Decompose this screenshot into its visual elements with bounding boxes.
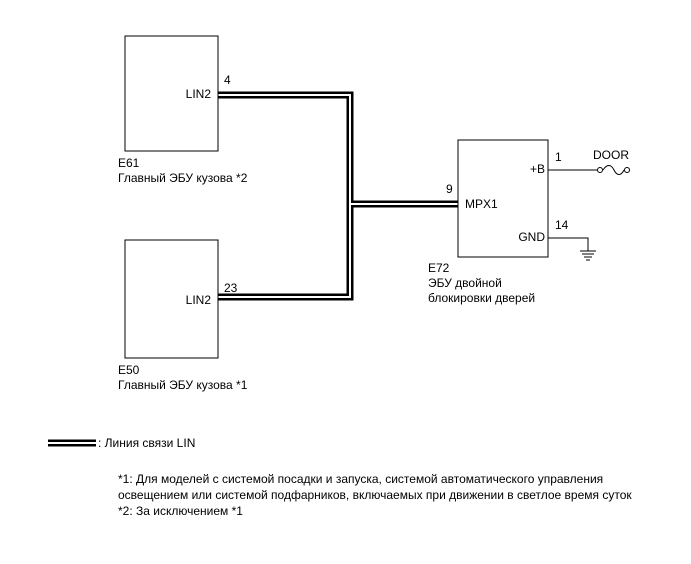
- ground-icon: [580, 250, 596, 261]
- e72-code: E72: [428, 261, 450, 275]
- lin-bus-wire: [218, 91, 458, 301]
- e72-pin-b-number: 1: [555, 150, 562, 164]
- note-line: освещением или системой подфарников, вкл…: [118, 488, 632, 502]
- e50-code: E50: [118, 363, 140, 377]
- e50-ecu-box: [124, 239, 219, 359]
- e50-name: Главный ЭБУ кузова *1: [118, 378, 248, 392]
- e50-pin-label: LIN2: [186, 293, 212, 307]
- e61-name: Главный ЭБУ кузова *2: [118, 171, 248, 185]
- legend-text: : Линия связи LIN: [98, 436, 196, 450]
- e72-name-line1: ЭБУ двойной: [428, 276, 502, 290]
- e72-pin-mpx1-number: 9: [446, 182, 453, 196]
- fuse-icon: [597, 165, 630, 175]
- e61-pin-label: LIN2: [186, 87, 212, 101]
- note-line: *1: Для моделей с системой посадки и зап…: [118, 472, 604, 486]
- e50-pin-number: 23: [224, 281, 238, 295]
- e72-pin-gnd-label: GND: [518, 230, 545, 244]
- e72-name-line2: блокировки дверей: [428, 291, 535, 305]
- e61-code: E61: [118, 156, 140, 170]
- e72-ecu-box: [457, 139, 549, 258]
- ground-wire: [548, 237, 589, 251]
- note-line: *2: За исключением *1: [118, 504, 243, 518]
- e72-pin-b-label: +B: [530, 162, 545, 176]
- e61-pin-number: 4: [224, 73, 231, 87]
- e72-pin-gnd-number: 14: [555, 218, 569, 232]
- e72-pin-mpx1-label: MPX1: [465, 197, 498, 211]
- fuse-label: DOOR: [593, 148, 629, 162]
- e61-ecu-box: [124, 35, 219, 152]
